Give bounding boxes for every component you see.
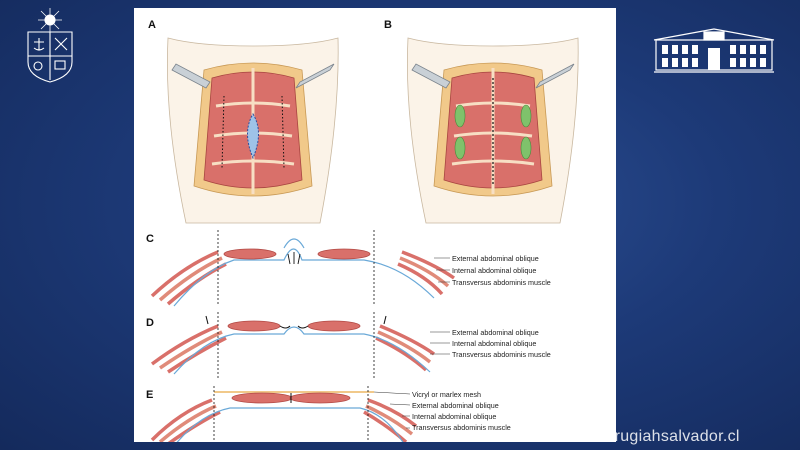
hospital-building-logo <box>653 28 775 73</box>
panel-e-label-internal-oblique: Internal abdominal oblique <box>412 412 496 421</box>
panel-d-cross-section <box>150 312 450 380</box>
panel-c-label-transversus: Transversus abdominis muscle <box>452 278 551 287</box>
panel-e-label-mesh: Vicryl or marlex mesh <box>412 390 481 399</box>
panel-e-label-transversus: Transversus abdominis muscle <box>412 423 511 432</box>
university-crest-logo <box>27 8 73 83</box>
surgical-figure-panel: A B C <box>134 8 616 442</box>
panel-label-e: E <box>146 389 153 401</box>
figure-canvas: A B C <box>146 19 579 442</box>
panel-e-cross-section <box>150 386 418 442</box>
footer-website-url: www.cirugiahsalvador.cl <box>563 428 740 445</box>
panel-a-illustration <box>166 37 339 224</box>
panel-label-d: D <box>146 317 154 329</box>
panel-c-cross-section <box>150 230 456 307</box>
panel-label-a: A <box>148 19 156 31</box>
panel-c-label-external-oblique: External abdominal oblique <box>452 254 539 263</box>
panel-e-label-external-oblique: External abdominal oblique <box>412 401 499 410</box>
panel-d-label-external-oblique: External abdominal oblique <box>452 328 539 337</box>
panel-label-c: C <box>146 233 154 245</box>
panel-label-b: B <box>384 19 392 31</box>
panel-d-label-internal-oblique: Internal abdominal oblique <box>452 339 536 348</box>
panel-b-illustration <box>406 37 579 224</box>
panel-c-label-internal-oblique: Internal abdominal oblique <box>452 266 536 275</box>
panel-d-label-transversus: Transversus abdominis muscle <box>452 350 551 359</box>
